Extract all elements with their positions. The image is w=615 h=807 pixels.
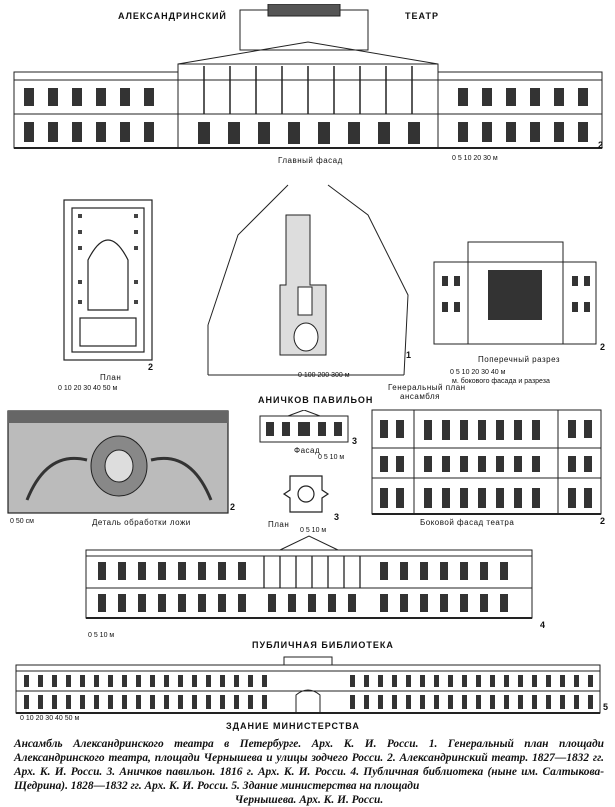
- ensemble-label: ансамбля: [400, 392, 440, 401]
- ministry-title: ЗДАНИЕ МИНИСТЕРСТВА: [226, 721, 360, 731]
- anichkov-plan-scale: 0 5 10 м: [300, 527, 327, 534]
- main-facade-label: Главный фасад: [278, 156, 343, 165]
- anichkov-facade-drawing: [259, 410, 349, 443]
- plan-number: 2: [148, 362, 154, 372]
- side-facade-label: Боковой фасад театра: [420, 518, 515, 527]
- anichkov-facade-number: 3: [352, 436, 358, 446]
- plan-label: План: [100, 373, 122, 382]
- general-plan-label: Генеральный план: [388, 383, 466, 392]
- anichkov-facade-label: Фасад: [294, 446, 321, 455]
- box-detail-drawing: [7, 410, 229, 514]
- cross-section-scale: 0 5 10 20 30 40 м: [450, 369, 506, 376]
- theatre-plan-drawing: [63, 199, 153, 361]
- caption-last-line: Чернышева. Арх. К. И. Росси.: [234, 794, 384, 806]
- cross-section-number: 2: [600, 342, 606, 352]
- caption-text: Ансамбль Александринского театра в Петер…: [14, 738, 604, 792]
- plan-scale: 0 10 20 30 40 50 м: [58, 385, 118, 392]
- library-drawing: [85, 535, 533, 619]
- anichkov-facade-scale: 0 5 10 м: [318, 454, 345, 461]
- main-facade-scale: 0 5 10 20 30 м: [452, 155, 498, 162]
- side-facade-number: 2: [600, 516, 606, 526]
- anichkov-title: АНИЧКОВ ПАВИЛЬОН: [258, 395, 374, 405]
- theatre-title-right: ТЕАТР: [405, 11, 440, 21]
- general-plan-scale: 0 100 200 300 м: [298, 372, 350, 379]
- figure-caption: Ансамбль Александринского театра в Петер…: [14, 737, 604, 806]
- general-plan-drawing: [207, 184, 409, 376]
- anichkov-plan-number: 3: [334, 512, 340, 522]
- ministry-drawing: [15, 656, 601, 714]
- cross-section-scale-note: м. бокового фасада и разреза: [452, 378, 550, 385]
- theatre-title-left: АЛЕКСАНДРИНСКИЙ: [118, 11, 227, 21]
- cross-section-label: Поперечный разрез: [478, 355, 561, 364]
- main-facade-number: 2: [598, 140, 604, 150]
- ministry-number: 5: [603, 702, 609, 712]
- ministry-scale: 0 10 20 30 40 50 м: [20, 715, 80, 722]
- box-detail-scale: 0 50 см: [10, 518, 34, 525]
- cross-section-drawing: [433, 241, 597, 345]
- anichkov-plan-drawing: [282, 475, 330, 513]
- main-facade-drawing: [13, 4, 603, 149]
- anichkov-plan-label: План: [268, 520, 290, 529]
- box-detail-label: Деталь обработки ложи: [92, 518, 191, 527]
- box-detail-number: 2: [230, 502, 236, 512]
- library-scale: 0 5 10 м: [88, 632, 115, 639]
- general-plan-number: 1: [406, 350, 412, 360]
- library-number: 4: [540, 620, 546, 630]
- side-facade-drawing: [371, 409, 602, 515]
- library-title: ПУБЛИЧНАЯ БИБЛИОТЕКА: [252, 640, 394, 650]
